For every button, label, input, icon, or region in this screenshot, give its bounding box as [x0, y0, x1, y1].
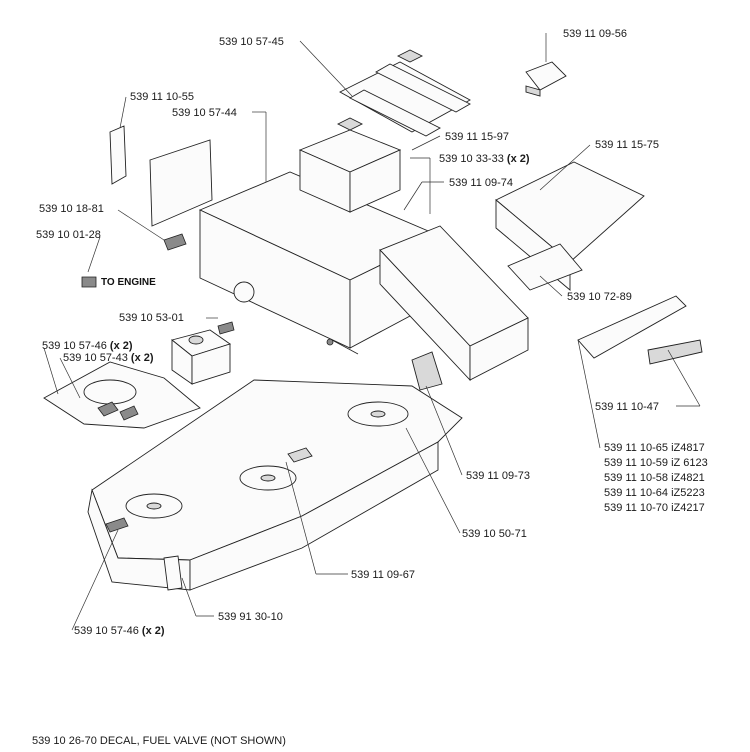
label-539-11-09-73: 539 11 09-73 [466, 470, 530, 482]
label-539-10-57-46-top: 539 10 57-46 (x 2) [42, 340, 133, 352]
label-539-10-53-01: 539 10 53-01 [119, 312, 184, 324]
part-number: 539 10 72-89 [567, 291, 632, 303]
label-539-10-01-28: 539 10 01-28 [36, 229, 101, 241]
label-539-11-10-47: 539 11 10-47 [595, 401, 659, 413]
leader-lines [43, 33, 701, 631]
label-539-10-18-81: 539 10 18-81 [39, 203, 104, 215]
part-number: 539 10 01-28 [36, 229, 101, 241]
quantity-note: (x 2) [506, 153, 530, 165]
label-539-11-10-65: 539 11 10-65 iZ4817 [604, 442, 705, 454]
part-number: 539 11 10-47 [595, 401, 660, 413]
label-539-11-10-58: 539 11 10-58 iZ4821 [604, 472, 705, 484]
part-number: 539 11 10-59 iZ 6123 [604, 457, 708, 469]
part-number: 539 10 50-71 [462, 528, 527, 540]
label-539-10-50-71: 539 10 50-71 [462, 528, 527, 540]
part-number: 539 91 30-10 [218, 611, 283, 623]
small-bracket-drawing [525, 61, 567, 97]
part-number: 539 11 10-58 iZ4821 [604, 472, 705, 484]
seat-panel-drawing [109, 125, 213, 227]
part-number: 539 11 15-97 [445, 131, 510, 143]
small-decals-drawing [81, 233, 187, 288]
to-engine-label: TO ENGINE [101, 277, 156, 288]
label-539-11-10-64: 539 11 10-64 iZ5223 [604, 487, 705, 499]
part-number: 539 11 10-64 iZ5223 [604, 487, 705, 499]
quantity-note: (x 2) [109, 340, 133, 352]
label-539-91-30-10: 539 91 30-10 [218, 611, 283, 623]
label-539-10-57-43: 539 10 57-43 (x 2) [63, 352, 154, 364]
label-539-11-09-67: 539 11 09-67 [351, 569, 415, 581]
part-number: 539 11 09-73 [466, 470, 531, 482]
fuel-tank-drawing [171, 321, 235, 385]
rear-shield-drawing [495, 161, 645, 291]
side-shield-drawing [577, 295, 703, 365]
label-539-10-57-46-bottom: 539 10 57-46 (x 2) [74, 625, 165, 637]
deck-plate-drawing [43, 361, 201, 429]
part-number: 539 10 57-44 [172, 107, 237, 119]
part-number: 539 10 53-01 [119, 312, 184, 324]
quantity-note: (x 2) [130, 352, 154, 364]
label-539-11-10-70: 539 11 10-70 iZ4217 [604, 502, 705, 514]
part-number: 539 10 57-45 [219, 36, 284, 48]
decal-text: TO ENGINE [101, 277, 156, 288]
part-number: 539 10 57-43 [63, 352, 128, 364]
label-539-11-15-75: 539 11 15-75 [595, 139, 659, 151]
part-number: 539 10 57-46 [42, 340, 107, 352]
part-number: 539 11 15-75 [595, 139, 660, 151]
part-number: 539 11 10-55 [130, 91, 195, 103]
part-number: 539 10 33-33 [439, 153, 504, 165]
top-bracket-drawing [336, 49, 471, 137]
label-539-11-10-59: 539 11 10-59 iZ 6123 [604, 457, 708, 469]
label-539-10-57-44: 539 10 57-44 [172, 107, 237, 119]
label-539-10-33-33: 539 10 33-33 (x 2) [439, 153, 530, 165]
part-number: 539 10 18-81 [39, 203, 104, 215]
part-number: 539 10 57-46 [74, 625, 139, 637]
label-539-11-09-56: 539 11 09-56 [563, 28, 627, 40]
part-number: 539 11 10-65 iZ4817 [604, 442, 705, 454]
main-frame-drawing [198, 129, 529, 391]
part-number: 539 11 09-74 [449, 177, 514, 189]
label-539-10-57-45: 539 10 57-45 [219, 36, 284, 48]
footnote: 539 10 26-70 DECAL, FUEL VALVE (NOT SHOW… [32, 735, 286, 747]
quantity-note: (x 2) [141, 625, 165, 637]
part-number: 539 11 09-56 [563, 28, 628, 40]
mower-deck-drawing [87, 379, 463, 591]
part-number: 539 11 10-70 iZ4217 [604, 502, 705, 514]
part-number: 539 11 09-67 [351, 569, 416, 581]
label-539-11-10-55: 539 11 10-55 [130, 91, 194, 103]
label-539-11-09-74: 539 11 09-74 [449, 177, 513, 189]
label-539-10-72-89: 539 10 72-89 [567, 291, 632, 303]
label-539-11-15-97: 539 11 15-97 [445, 131, 509, 143]
